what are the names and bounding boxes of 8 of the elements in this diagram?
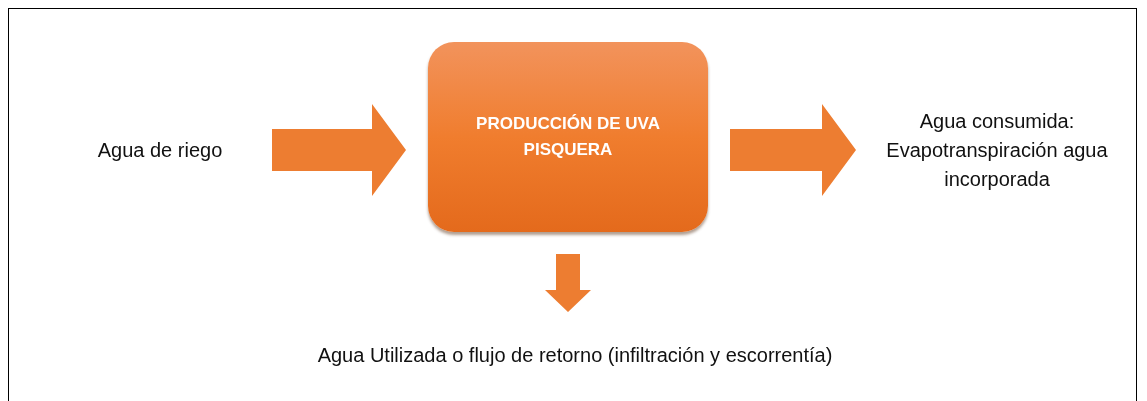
block-arrow [545,254,591,312]
flow-label: Agua Utilizada o flujo de retorno (infiltración y escorrentía) [317,342,833,368]
block-arrow [272,104,406,196]
block-arrow [730,104,856,196]
process-title: PRODUCCIÓN DE UVA PISQUERA [475,112,661,161]
flow-label: Agua de riego [97,137,223,163]
process-box [428,42,708,232]
flow-label: Agua consumida: Evapotranspiración agua incorporada [885,108,1109,192]
